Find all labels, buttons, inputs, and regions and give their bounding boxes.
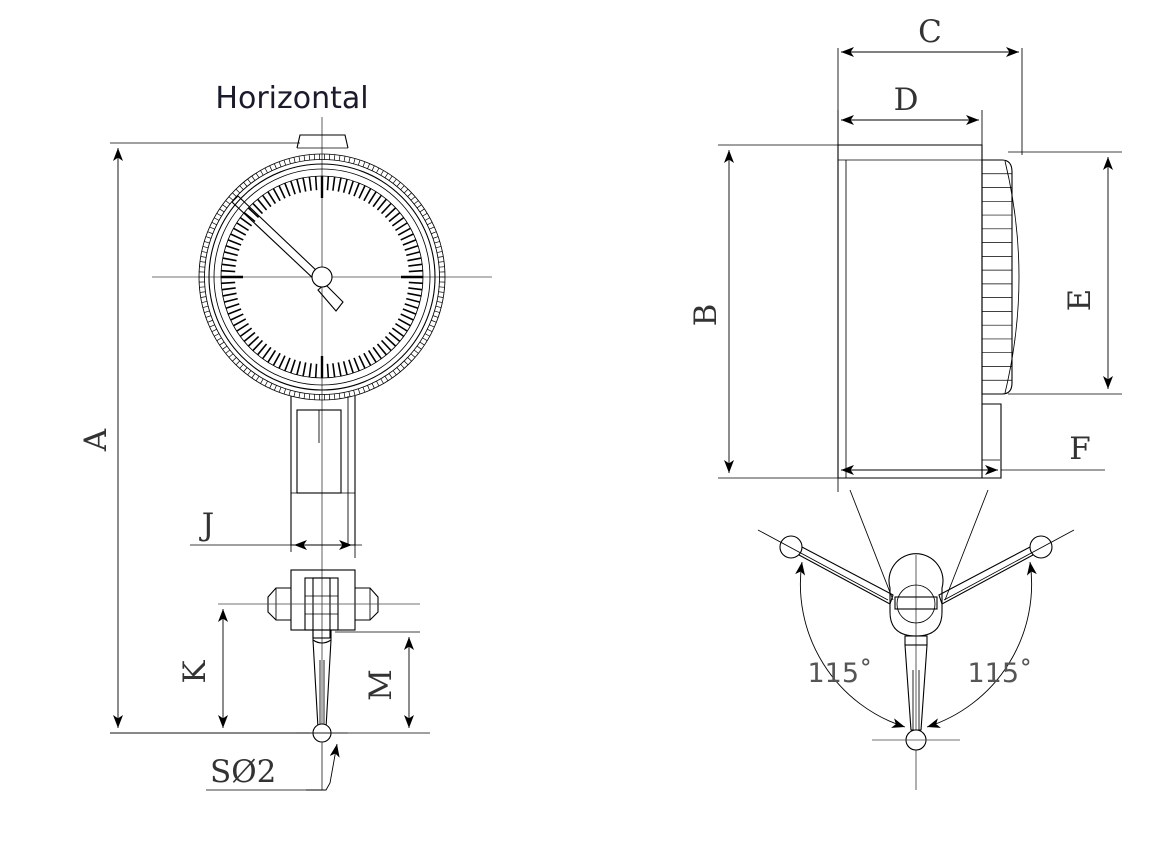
note-sphere-diameter: SØ2	[206, 743, 340, 791]
dim-E-label: E	[1062, 289, 1098, 312]
swivel-arm-right	[938, 529, 1075, 605]
front-view-group: A J K M SØ2 Horizontal	[78, 81, 492, 791]
side-view-group: C D B E F	[688, 14, 1122, 601]
dim-K-label: K	[177, 660, 213, 684]
dimension-K: K	[177, 609, 228, 728]
dimension-A: A	[78, 142, 310, 734]
front-stem-body	[290, 396, 356, 546]
angle-left-arc	[795, 561, 906, 728]
bezel-inner-ring-2	[213, 168, 431, 386]
swivel-arm-left-ball	[779, 535, 803, 559]
dimension-E: E	[1008, 151, 1122, 395]
swivel-stylus-down	[872, 635, 960, 751]
dim-J-label: J	[199, 507, 214, 543]
sd2-label: SØ2	[210, 754, 276, 790]
side-lower-boss	[982, 403, 1002, 479]
dimension-D: D	[837, 82, 983, 152]
stylus-clamp-block	[218, 569, 420, 639]
dial-pointer	[231, 195, 344, 312]
dim-B-label: B	[688, 304, 724, 327]
angle-right-label: 115˚	[967, 658, 1032, 689]
angle-left-label: 115˚	[807, 658, 872, 689]
dimension-M: M	[335, 631, 420, 728]
dimension-F: F	[837, 431, 1105, 492]
dial-face-graduations	[221, 176, 423, 378]
swivel-arm-left	[757, 529, 894, 605]
dimension-J: J	[190, 507, 362, 558]
swivel-arm-right-ball	[1029, 535, 1053, 559]
bezel-top-tab	[296, 134, 349, 149]
side-case-outline	[837, 144, 983, 479]
front-view-title: Horizontal	[215, 81, 368, 116]
side-bezel	[981, 159, 1020, 395]
stylus-swivel-view-group: 115˚ 115˚	[757, 529, 1075, 790]
angle-arc-left: 115˚	[795, 561, 906, 728]
dim-M-label: M	[363, 669, 399, 701]
angle-arc-right: 115˚	[926, 561, 1037, 728]
sd2-leader-line	[306, 743, 340, 791]
dim-D-label: D	[894, 82, 919, 118]
dimension-B: B	[688, 144, 846, 479]
dim-A-label: A	[78, 428, 114, 452]
bezel-knurl	[198, 153, 446, 401]
dim-F-label: F	[1069, 431, 1091, 467]
angle-right-arc	[926, 561, 1037, 728]
bezel-inner-ring	[208, 163, 436, 391]
dimension-C: C	[837, 14, 1023, 155]
dim-C-label: C	[918, 14, 942, 50]
